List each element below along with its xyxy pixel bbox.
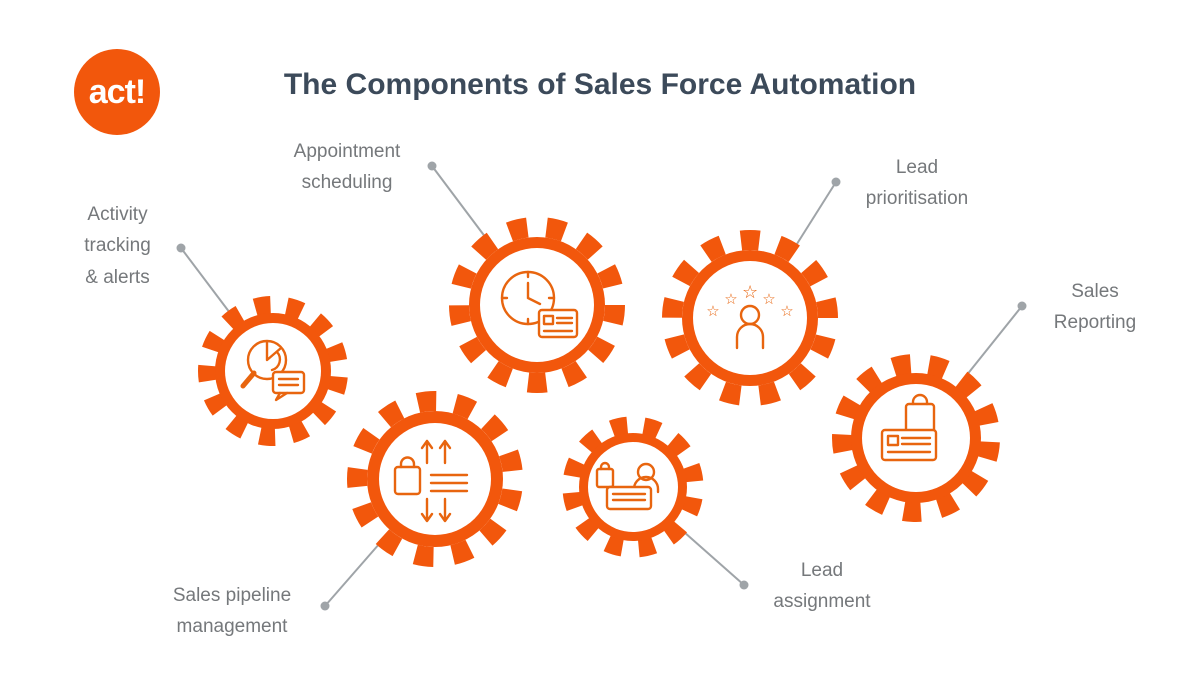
star-icon: ☆ bbox=[742, 282, 758, 303]
connector-lead-prioritisation bbox=[794, 177, 841, 248]
label-activity-tracking: Activity tracking & alerts bbox=[40, 199, 195, 293]
connector-appointment-scheduling bbox=[427, 161, 487, 239]
bag-card-icon bbox=[880, 393, 938, 462]
magnifier-chat-icon bbox=[240, 339, 306, 402]
label-line: management bbox=[176, 616, 288, 638]
connector-lead-assignment bbox=[683, 531, 749, 590]
act-logo-text: act! bbox=[88, 72, 146, 111]
label-lead-prioritisation: Lead prioritisation bbox=[807, 152, 1027, 215]
label-line: Reporting bbox=[1053, 312, 1137, 334]
label-line: tracking bbox=[84, 235, 151, 257]
gear-lead-assignment bbox=[562, 416, 704, 558]
gear-appointment-scheduling bbox=[449, 217, 625, 393]
label-line: & alerts bbox=[85, 266, 150, 288]
star-icon: ☆ bbox=[762, 290, 775, 308]
label-line: assignment bbox=[773, 591, 871, 613]
gear-sales-reporting bbox=[832, 354, 1000, 522]
connector-activity-tracking bbox=[176, 243, 231, 314]
label-line: Lead bbox=[800, 560, 844, 581]
act-logo: act! bbox=[74, 49, 160, 135]
label-line: Appointment bbox=[293, 141, 401, 162]
label-line: Sales bbox=[1071, 281, 1119, 302]
label-sales-reporting: Sales Reporting bbox=[1015, 276, 1175, 339]
bag-arrows-icon bbox=[393, 439, 469, 523]
gear-sales-pipeline bbox=[347, 391, 523, 567]
label-line: Lead bbox=[895, 157, 939, 178]
star-icon: ☆ bbox=[780, 302, 793, 320]
label-line: scheduling bbox=[301, 172, 393, 194]
person-card-icon bbox=[595, 461, 660, 511]
gear-activity-tracking bbox=[198, 296, 348, 446]
label-line: Sales pipeline bbox=[172, 585, 292, 606]
clock-card-icon bbox=[500, 270, 579, 339]
connector-sales-pipeline bbox=[320, 542, 381, 611]
label-line: prioritisation bbox=[865, 188, 969, 210]
person-stars-icon: ☆ ☆ ☆ ☆ ☆ bbox=[706, 282, 794, 350]
label-appointment-scheduling: Appointment scheduling bbox=[237, 136, 457, 199]
star-icon: ☆ bbox=[706, 302, 719, 320]
page-title: The Components of Sales Force Automation bbox=[283, 68, 917, 101]
label-line: Activity bbox=[87, 204, 148, 225]
star-icon: ☆ bbox=[724, 290, 737, 308]
label-lead-assignment: Lead assignment bbox=[732, 555, 912, 618]
gear-lead-prioritisation: ☆ ☆ ☆ ☆ ☆ bbox=[662, 230, 838, 406]
connector-sales-reporting bbox=[965, 301, 1027, 377]
label-sales-pipeline: Sales pipeline management bbox=[122, 580, 342, 643]
